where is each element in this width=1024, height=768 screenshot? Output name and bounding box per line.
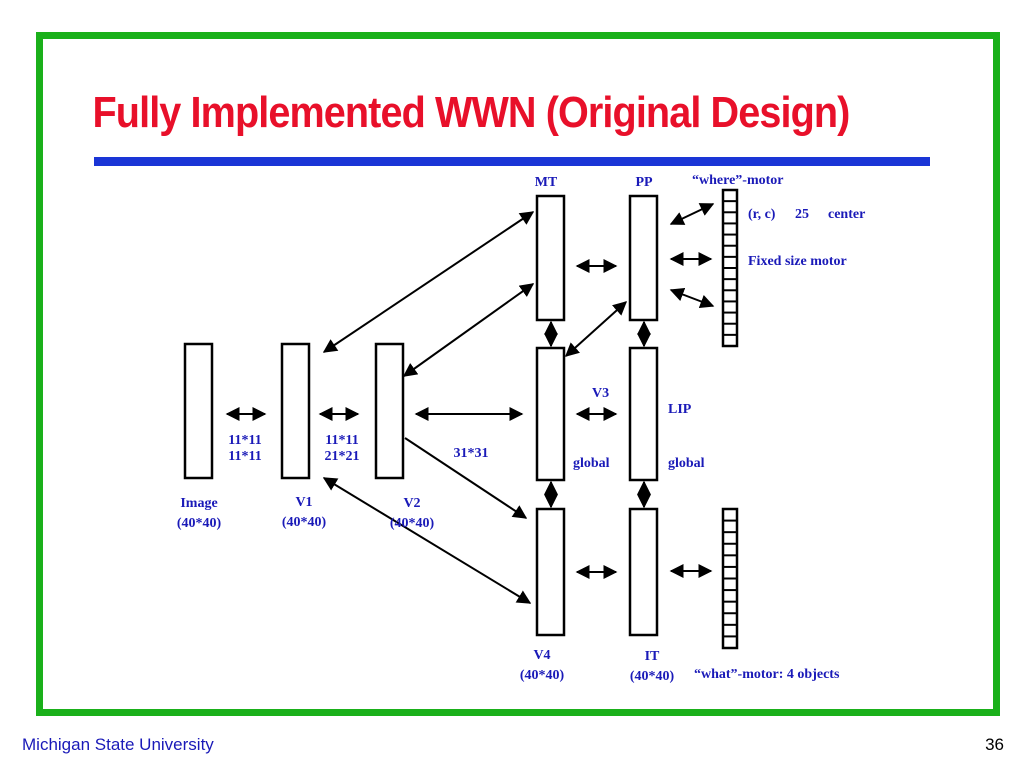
it-size-label: (40*40) <box>630 669 675 684</box>
lip-label: LIP <box>668 402 692 417</box>
footer-institution: Michigan State University <box>22 735 214 754</box>
v4-label: V4 <box>533 648 550 663</box>
v2-label: V2 <box>403 496 420 511</box>
arrow-v1-mt <box>322 211 535 353</box>
mt-label: MT <box>535 175 558 190</box>
title-rule <box>94 157 930 166</box>
page-number: 36 <box>985 735 1004 754</box>
rf-v2-v3: 31*31 <box>454 446 489 461</box>
v3-area-box <box>535 346 566 482</box>
where-motor-column <box>721 188 739 348</box>
lip-global-label: global <box>668 456 705 471</box>
arrow-v2-v4 <box>404 437 528 519</box>
rf-v1-v2-b: 21*21 <box>325 449 360 464</box>
mt-area-box <box>535 194 566 322</box>
rf-v1-v2-a: 11*11 <box>325 433 358 448</box>
v1-area-box <box>280 342 311 480</box>
v4-area-box <box>535 507 566 637</box>
image-size-label: (40*40) <box>177 516 222 531</box>
v4-size-label: (40*40) <box>520 668 565 683</box>
where-motor-title: “where”-motor <box>692 173 784 188</box>
what-motor-title: “what”-motor: 4 objects <box>694 667 840 682</box>
where-motor-fixed: Fixed size motor <box>748 254 847 269</box>
v1-label: V1 <box>295 495 312 510</box>
slide-frame <box>36 32 1000 716</box>
v3-label: V3 <box>592 386 609 401</box>
v1-size-label: (40*40) <box>282 515 327 530</box>
where-motor-center: center <box>828 207 865 222</box>
where-motor-count: 25 <box>795 207 809 222</box>
arrow-v2-mt <box>402 283 535 377</box>
lip-area-box <box>628 346 659 482</box>
slide-title: Fully Implemented WWN (Original Design) <box>92 88 851 137</box>
rf-image-v1-b: 11*11 <box>228 449 261 464</box>
rf-image-v1-a: 11*11 <box>228 433 261 448</box>
where-motor-rc: (r, c) <box>748 207 776 222</box>
v2-size-label: (40*40) <box>390 516 435 531</box>
it-area-box <box>628 507 659 637</box>
pp-label: PP <box>635 175 653 190</box>
arrow-pp-where-motor-1 <box>669 203 715 225</box>
image-area-box <box>183 342 214 480</box>
pp-area-box <box>628 194 659 322</box>
arrow-pp-where-motor-3 <box>669 287 715 309</box>
arrow-v1-v4 <box>322 477 532 604</box>
v2-area-box <box>374 342 405 480</box>
what-motor-column <box>721 507 739 650</box>
image-label: Image <box>180 496 217 511</box>
arrow-pp-v3 <box>564 301 628 357</box>
v3-global-label: global <box>573 456 610 471</box>
it-label: IT <box>645 649 660 664</box>
